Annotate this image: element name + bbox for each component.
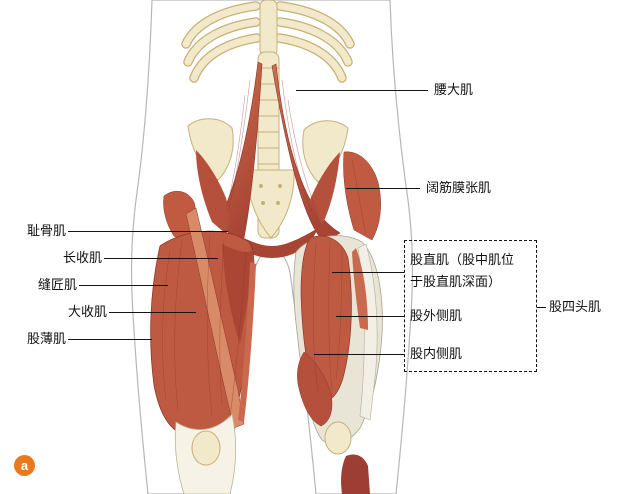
leader-line-tfl <box>346 188 420 189</box>
right-lower-leg-muscle <box>341 454 370 494</box>
leader-line-gracilis <box>68 339 152 340</box>
psoas-major-right <box>271 63 341 243</box>
tfl-right <box>343 151 381 241</box>
leader-line-adductor-longus <box>104 258 218 259</box>
leader-line-vastus-lateralis <box>336 316 404 317</box>
leader-line-rectus-femoris <box>332 272 404 273</box>
label-vastus-lateralis: 股外侧肌 <box>410 308 463 323</box>
figure-marker: a <box>14 455 35 476</box>
vastus-medialis-muscle <box>297 351 333 427</box>
adductor-group <box>222 244 253 344</box>
label-vastus-medialis: 股内侧肌 <box>410 346 463 361</box>
label-tfl: 阔筋膜张肌 <box>426 180 492 195</box>
vastus-lateralis-muscle <box>352 248 368 330</box>
label-pectineus: 耻骨肌 <box>26 223 66 238</box>
leader-line-sartorius <box>79 285 168 286</box>
iliacus-left <box>196 150 229 234</box>
muscle-striations <box>162 79 367 419</box>
patella-left <box>191 430 221 466</box>
rectus-femoris-muscle <box>300 235 352 403</box>
leader-line-pectineus <box>68 231 228 232</box>
iliacus-right <box>310 152 340 225</box>
label-adductor-longus: 长收肌 <box>62 250 102 265</box>
leader-line-adductor-magnus <box>109 312 196 313</box>
leader-line-quadriceps <box>537 307 546 308</box>
quadriceps-group-box <box>404 240 537 372</box>
label-sartorius: 缝匠肌 <box>37 277 77 292</box>
gracilis <box>238 262 256 422</box>
label-quadriceps: 股四头肌 <box>549 299 602 314</box>
label-gracilis: 股薄肌 <box>26 331 66 346</box>
ribcage <box>181 0 355 83</box>
label-adductor-magnus: 大收肌 <box>67 304 107 319</box>
leader-line-vastus-medialis <box>314 354 404 355</box>
patella-right <box>324 421 352 455</box>
label-psoas-major: 腰大肌 <box>434 82 474 97</box>
label-rectus-femoris-line2: 于股直肌深面） <box>410 274 502 289</box>
label-rectus-femoris-line1: 股直肌（股中肌位 <box>410 252 515 267</box>
leader-line-psoas-major <box>296 90 428 91</box>
